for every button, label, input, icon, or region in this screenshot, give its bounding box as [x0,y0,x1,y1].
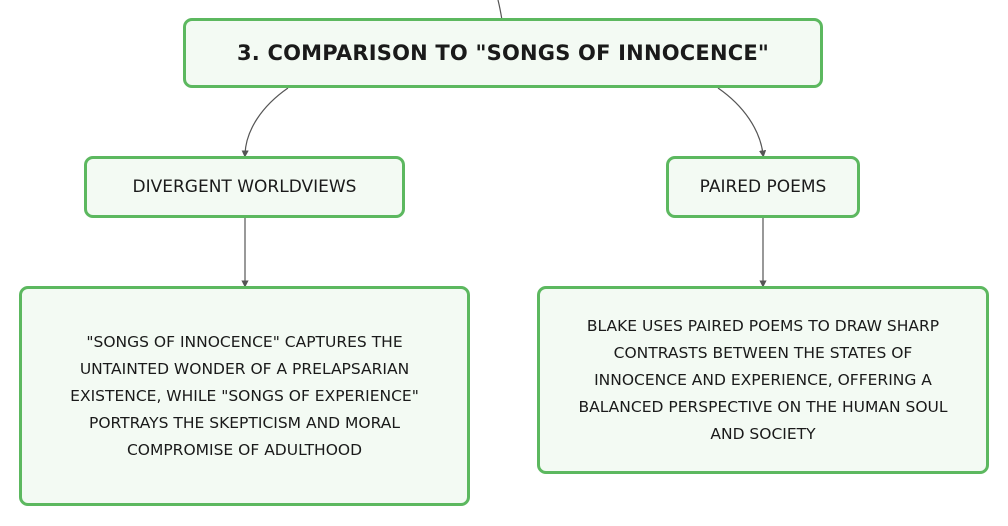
connector-incoming [497,0,503,21]
divergent-worldviews-detail-node[interactable]: "SONGS OF INNOCENCE" CAPTURES THE UNTAIN… [19,286,470,506]
paired-poems-detail-text: BLAKE USES PAIRED POEMS TO DRAW SHARP CO… [578,316,948,443]
root-node-label: 3. COMPARISON TO "SONGS OF INNOCENCE" [236,41,770,65]
connector-root-to-paired-poems [717,87,767,158]
connector-root-to-divergent-worldviews [241,87,289,158]
root-node[interactable]: 3. COMPARISON TO "SONGS OF INNOCENCE" [183,18,823,88]
paired-poems-detail-node[interactable]: BLAKE USES PAIRED POEMS TO DRAW SHARP CO… [537,286,989,474]
divergent-worldviews-detail-text: "SONGS OF INNOCENCE" CAPTURES THE UNTAIN… [70,332,419,459]
paired-poems-node[interactable]: PAIRED POEMS [666,156,860,218]
divergent-worldviews-label: DIVERGENT WORLDVIEWS [132,177,357,197]
paired-poems-label: PAIRED POEMS [699,177,827,197]
divergent-worldviews-node[interactable]: DIVERGENT WORLDVIEWS [84,156,405,218]
